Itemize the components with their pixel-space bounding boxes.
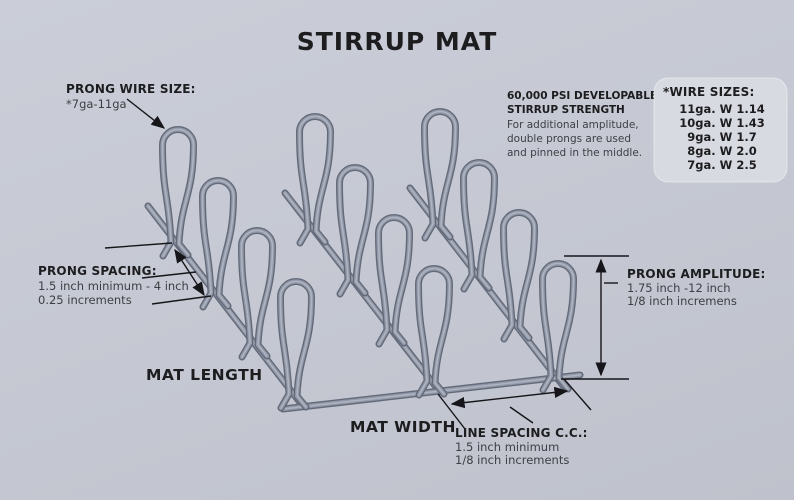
- wire-sizes-header: *WIRE SIZES:: [663, 85, 754, 99]
- wire-sizes-panel: *WIRE SIZES: 11ga. W 1.14 10ga. W 1.43 9…: [653, 77, 788, 183]
- prong-wire-size-value: *7ga-11ga: [66, 97, 127, 111]
- strength-note-body-line2: double prongs are used: [507, 133, 631, 145]
- mat-width-label: MAT WIDTH: [350, 418, 456, 436]
- wire-sizes-panel-background: [653, 77, 788, 183]
- wire-sizes-row: 10ga. W 1.43: [679, 116, 764, 130]
- strength-note-title-line2: STIRRUP STRENGTH: [507, 104, 625, 116]
- line-spacing-tick-left: [437, 393, 466, 430]
- wire-sizes-row: 7ga. W 2.5: [687, 158, 756, 172]
- line-spacing-callout: LINE SPACING C.C.: 1.5 inch minimum 1/8 …: [455, 426, 588, 467]
- strength-note-body-line1: For additional amplitude,: [507, 119, 639, 131]
- line-spacing-arrow: [450, 386, 569, 409]
- prong-wire-size-label: PRONG WIRE SIZE:: [66, 82, 196, 96]
- prong-amplitude-detail-line1: 1.75 inch -12 inch: [627, 281, 731, 295]
- strength-note-title-line1: 60,000 PSI DEVELOPABLE: [507, 90, 657, 102]
- prong-spacing-arrow: [174, 248, 205, 297]
- mat-length-label: MAT LENGTH: [146, 366, 263, 384]
- prong-spacing-detail-line1: 1.5 inch minimum - 4 inch: [38, 279, 189, 293]
- line-spacing-detail-line2: 1/8 inch increments: [455, 453, 569, 467]
- strength-note-body-line3: and pinned in the middle.: [507, 147, 642, 159]
- page-title: STIRRUP MAT: [297, 27, 498, 56]
- prong-wire-size-arrow: [126, 98, 166, 129]
- strength-note: 60,000 PSI DEVELOPABLE STIRRUP STRENGTH …: [507, 90, 657, 159]
- annotation-lines: [104, 98, 629, 430]
- wire-sizes-row: 11ga. W 1.14: [679, 102, 764, 116]
- prong-spacing-label: PRONG SPACING:: [38, 264, 157, 278]
- prong-spacing-callout: PRONG SPACING: 1.5 inch minimum - 4 inch…: [38, 264, 189, 307]
- prong-amplitude-label: PRONG AMPLITUDE:: [627, 267, 766, 281]
- prong-spacing-tick-top: [104, 242, 173, 249]
- wire-sizes-row: 8ga. W 2.0: [687, 144, 756, 158]
- line-spacing-label: LINE SPACING C.C.:: [455, 426, 588, 440]
- line-spacing-detail-line1: 1.5 inch minimum: [455, 440, 559, 454]
- prong-amplitude-callout: PRONG AMPLITUDE: 1.75 inch -12 inch 1/8 …: [627, 267, 766, 308]
- line-spacing-leader: [509, 406, 534, 424]
- line-spacing-tick-right: [563, 378, 592, 411]
- prong-spacing-tick-bottom: [151, 295, 212, 305]
- prong-amplitude-detail-line2: 1/8 inch incremens: [627, 294, 737, 308]
- prong-spacing-detail-line2: 0.25 increments: [38, 293, 132, 307]
- wire-sizes-row: 9ga. W 1.7: [687, 130, 756, 144]
